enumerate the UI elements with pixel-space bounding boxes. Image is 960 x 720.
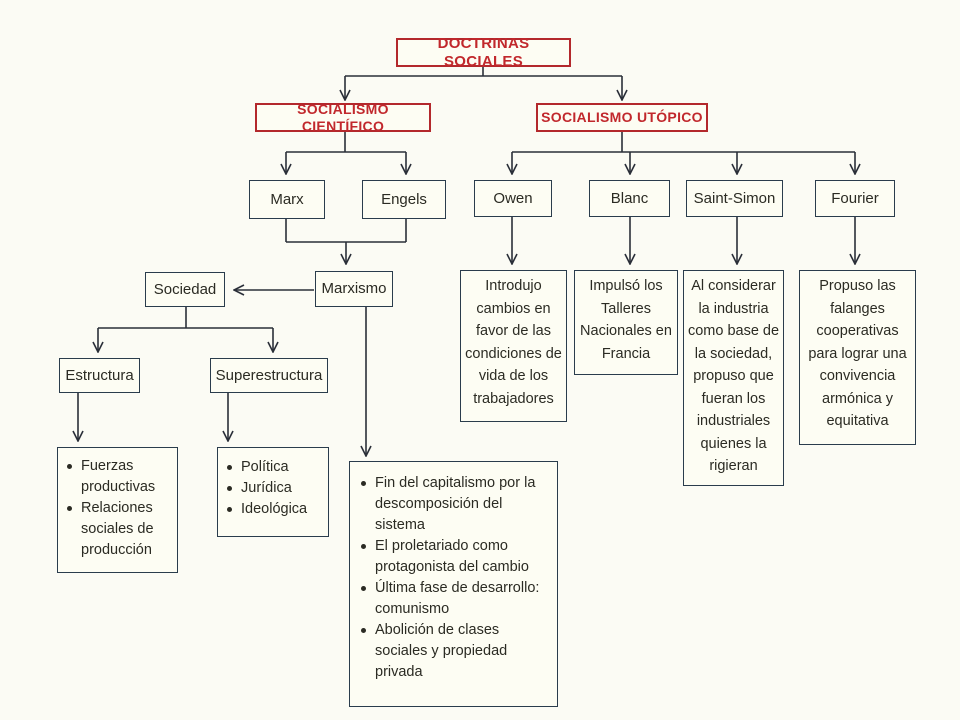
sociedad-label: Sociedad bbox=[153, 280, 217, 298]
desc-saint-simon: Al considerar la industria como base de … bbox=[683, 270, 784, 486]
node-blanc: Blanc bbox=[589, 180, 670, 217]
node-marxismo: Marxismo bbox=[315, 271, 393, 307]
branch-socialismo-utopico: SOCIALISMO UTÓPICO bbox=[536, 103, 708, 132]
desc-owen: Introdujo cambios en favor de las condic… bbox=[460, 270, 567, 422]
saint-simon-description: Al considerar la industria como base de … bbox=[687, 278, 780, 474]
list-item: Relaciones sociales de producción bbox=[62, 498, 173, 561]
owen-label: Owen bbox=[493, 189, 533, 207]
branch-socialismo-cientifico: SOCIALISMO CIENTÍFICO bbox=[255, 100, 431, 134]
superestructura-label: Superestructura bbox=[215, 366, 323, 384]
branch-cientifico-label: SOCIALISMO CIENTÍFICO bbox=[297, 100, 389, 134]
estructura-label: Estructura bbox=[65, 366, 134, 384]
estructura-list: Fuerzas productivas Relaciones sociales … bbox=[57, 447, 178, 573]
list-item: Última fase de desarrollo: comunismo bbox=[356, 578, 551, 620]
fourier-label: Fourier bbox=[831, 189, 879, 207]
desc-blanc: Impulsó los Talleres Nacionales en Franc… bbox=[574, 270, 678, 375]
list-item: Política bbox=[222, 457, 324, 478]
node-saint-simon: Saint-Simon bbox=[686, 180, 783, 217]
list-item: Jurídica bbox=[222, 478, 324, 499]
fourier-description: Propuso las falanges cooperativas para l… bbox=[808, 278, 907, 429]
branch-utopico-label: SOCIALISMO UTÓPICO bbox=[541, 109, 703, 126]
node-sociedad: Sociedad bbox=[145, 272, 225, 307]
blanc-description: Impulsó los Talleres Nacionales en Franc… bbox=[580, 278, 672, 362]
list-item: Ideológica bbox=[222, 499, 324, 520]
list-item: El proletariado como protagonista del ca… bbox=[356, 536, 551, 578]
node-fourier: Fourier bbox=[815, 180, 895, 217]
superestructura-list: Política Jurídica Ideológica bbox=[217, 447, 329, 537]
marx-label: Marx bbox=[270, 190, 304, 208]
desc-fourier: Propuso las falanges cooperativas para l… bbox=[799, 270, 916, 445]
owen-description: Introdujo cambios en favor de las condic… bbox=[465, 278, 562, 407]
saint-simon-label: Saint-Simon bbox=[693, 189, 776, 207]
node-engels: Engels bbox=[362, 180, 446, 219]
list-item: Fuerzas productivas bbox=[62, 456, 173, 498]
engels-label: Engels bbox=[381, 190, 427, 208]
root-label: DOCTRINAS SOCIALES bbox=[437, 34, 530, 70]
marxismo-list: Fin del capitalismo por la descomposició… bbox=[349, 461, 558, 707]
node-marx: Marx bbox=[249, 180, 325, 219]
node-superestructura: Superestructura bbox=[210, 358, 328, 393]
root-node: DOCTRINAS SOCIALES bbox=[396, 35, 571, 70]
list-item: Abolición de clases sociales y propiedad… bbox=[356, 620, 551, 683]
node-estructura: Estructura bbox=[59, 358, 140, 393]
node-owen: Owen bbox=[474, 180, 552, 217]
marxismo-label: Marxismo bbox=[321, 280, 387, 297]
blanc-label: Blanc bbox=[610, 189, 649, 207]
list-item: Fin del capitalismo por la descomposició… bbox=[356, 473, 551, 536]
